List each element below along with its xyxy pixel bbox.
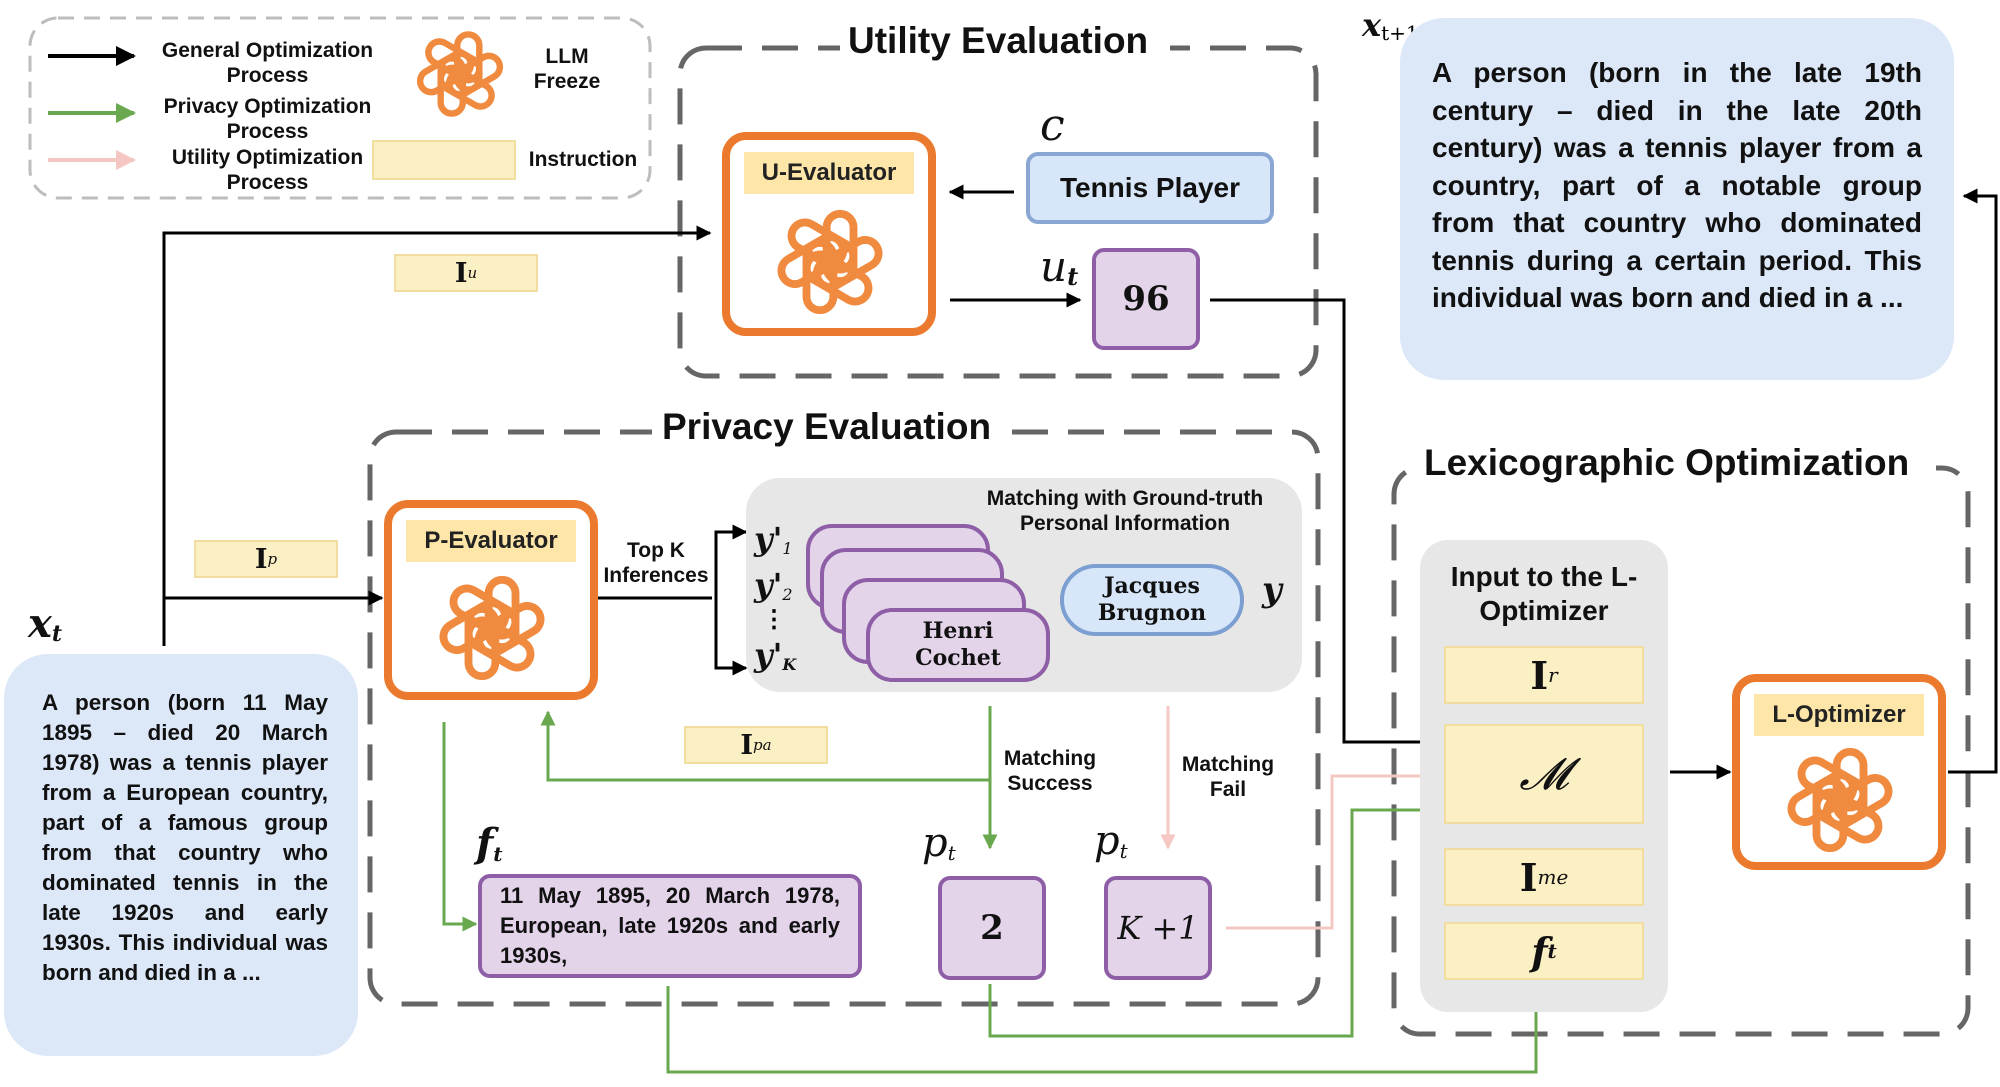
privacy-score-success: 2: [938, 876, 1046, 980]
xt-sub: t: [51, 621, 63, 648]
lex-frame: [1391, 465, 1971, 1037]
features-to-ft-arrow: [666, 986, 1544, 1074]
xt-to-u-evaluator-arrow: [162, 225, 712, 646]
u-symbol: u: [1040, 242, 1068, 291]
u-t-symbol: ut: [1040, 242, 1078, 291]
instruction-M: 𝓜: [1444, 724, 1644, 824]
l-optimizer-to-output-arrow: [1948, 188, 1998, 774]
legend-instruction-swatch: [372, 140, 516, 180]
pt-sub-success: t: [947, 841, 956, 866]
features-box: 11 May 1895, 20 March 1978, European, la…: [478, 874, 862, 978]
ft-sub: t: [493, 842, 503, 867]
matching-title: Matching with Ground-truth Personal Info…: [986, 487, 1264, 536]
topk-bracket: [714, 524, 748, 676]
utility-score-box: 96: [1092, 248, 1200, 350]
y1-sub: 1: [782, 539, 793, 559]
legend-instruction-label: Instruction: [528, 148, 638, 171]
instruction-Ime-sub: me: [1537, 865, 1569, 889]
p-fail-to-M-arrow: [1226, 768, 1440, 930]
instruction-Ir-main: I: [1530, 652, 1549, 698]
inference-card-top: Henri Cochet: [866, 608, 1050, 682]
xt-main: x: [28, 600, 52, 647]
ft-main: f: [476, 820, 494, 867]
yk-symbol: y'K: [754, 636, 796, 674]
score-to-M-arrow: [1210, 298, 1440, 750]
instruction-Ir-sub: r: [1548, 663, 1558, 687]
l-optimizer-box: L-Optimizer: [1732, 674, 1946, 870]
y2-sub: 2: [782, 585, 793, 605]
u-subscript: t: [1067, 262, 1079, 292]
yk-main: y': [754, 636, 783, 674]
legend-privacy-label: Privacy Optimization Process: [163, 95, 372, 144]
ft-symbol: ft: [476, 820, 502, 867]
instruction-Ipa-main: I: [740, 729, 754, 761]
utility-title-bg: [840, 20, 1170, 70]
privacy-score-fail: K +1: [1104, 876, 1212, 980]
legend-llm-label: LLM Freeze: [533, 45, 601, 94]
privacy-title-bg: [652, 406, 1008, 456]
pt-main-success: p: [922, 820, 948, 866]
matching-success-label: Matching Success: [1003, 747, 1097, 796]
l-optimizer-label: L-Optimizer: [1754, 694, 1924, 736]
y2-main: y': [754, 566, 783, 604]
lex-title-bg: [1416, 442, 1936, 492]
pt-symbol-success: pt: [922, 820, 956, 866]
y-symbol: y: [1262, 570, 1282, 610]
legend-general-label: General Optimization Process: [161, 39, 374, 88]
lex-ft-main: f: [1531, 928, 1548, 974]
lex-title: Lexicographic Optimization: [1424, 442, 1910, 483]
pt-main-fail: p: [1094, 818, 1120, 864]
feedback-to-p-evaluator-arrow: [540, 710, 990, 782]
instruction-Iu-main: I: [454, 257, 468, 289]
privacy-title: Privacy Evaluation: [662, 406, 992, 447]
c-symbol: c: [1040, 100, 1065, 151]
y2-symbol: y'2: [754, 566, 793, 604]
legend-utility-label: Utility Optimization Process: [171, 146, 364, 195]
ground-truth-box: Jacques Brugnon: [1060, 564, 1244, 636]
y1-main: y': [754, 520, 783, 558]
pt-sub-fail: t: [1119, 839, 1128, 864]
yk-sub: K: [782, 655, 797, 675]
u-evaluator-box: U-Evaluator: [722, 132, 936, 336]
topk-label: Top K Inferences: [603, 539, 709, 588]
output-text-box: A person (born in the late 19th century …: [1400, 18, 1954, 380]
p-evaluator-to-features-arrow: [442, 722, 478, 932]
ellipsis: ⋮: [762, 604, 786, 633]
legend-frame: [28, 16, 652, 200]
instruction-Ime-main: I: [1519, 854, 1538, 900]
p-evaluator-box: P-Evaluator: [384, 500, 598, 700]
xt-symbol: xt: [28, 600, 62, 647]
instruction-Ip-sub: p: [267, 550, 278, 568]
y1-symbol: y'1: [754, 520, 793, 558]
p-evaluator-label: P-Evaluator: [406, 520, 576, 562]
instruction-Ip-main: I: [254, 543, 268, 575]
matching-fail-label: Matching Fail: [1181, 753, 1275, 802]
input-text-box: A person (born 11 May 1895 – died 20 Mar…: [4, 654, 358, 1056]
lex-input-title: Input to the L-Optimizer: [1450, 561, 1638, 626]
lex-ft-sub: t: [1547, 939, 1557, 963]
instruction-Ipa-sub: pa: [753, 736, 772, 754]
pt-symbol-fail: pt: [1094, 818, 1128, 864]
utility-title: Utility Evaluation: [848, 20, 1149, 61]
u-evaluator-label: U-Evaluator: [744, 152, 914, 194]
openai-logo-icon: [414, 28, 506, 120]
instruction-Iu-sub: u: [467, 264, 478, 282]
xt1-main: x: [1362, 6, 1382, 44]
category-box: Tennis Player: [1026, 152, 1274, 224]
p-success-to-M-arrow: [988, 802, 1440, 1038]
